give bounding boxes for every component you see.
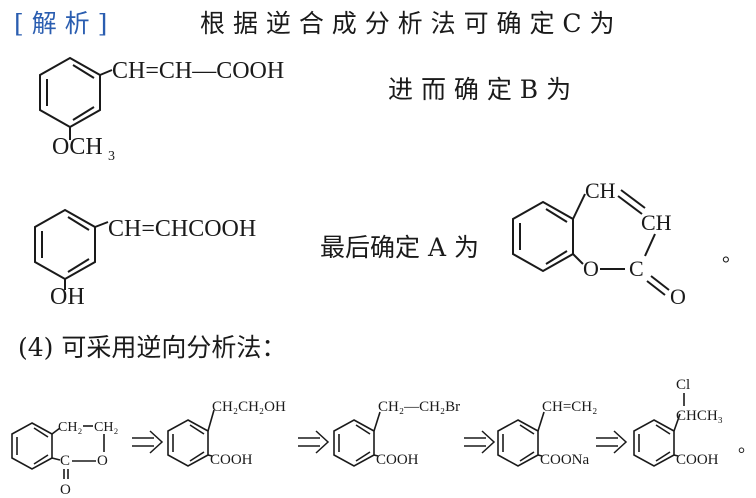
part4-heading: (4) 可采用逆向分析法： xyxy=(18,333,287,362)
structure-a-carbonyl-carbon: C xyxy=(629,256,644,281)
retro-arrow-3 xyxy=(464,430,496,454)
route-compound-2: CH₂CH₂OH COOH xyxy=(167,399,286,468)
route-3-bottom: COOH xyxy=(376,452,419,468)
structure-a-ch-top: CH xyxy=(585,178,616,203)
route-compound-1: CH₂ CH₂ C O O xyxy=(11,420,118,498)
route-5-top: CHCH₃ xyxy=(676,408,723,424)
then-determine-text: 进 而 确 定 B 为 xyxy=(388,75,572,104)
route-1-oxygen: O xyxy=(97,453,108,469)
route-2-bottom: COOH xyxy=(210,452,253,468)
route-4-bottom: COONa xyxy=(540,452,590,468)
retro-arrow-2 xyxy=(298,430,330,454)
structure-a: CH CH O C O xyxy=(512,178,686,309)
line3-period: 。 xyxy=(722,242,742,266)
route-period: 。 xyxy=(738,436,756,456)
route-1-ch2-right: CH₂ xyxy=(94,420,118,435)
retro-arrow-1 xyxy=(132,430,164,454)
route-5-chlorine: Cl xyxy=(676,377,690,393)
route-5-bottom: COOH xyxy=(676,452,719,468)
finally-determine-text: 最后确定 A 为 xyxy=(320,233,479,262)
benzene-ring-a xyxy=(512,200,574,273)
route-3-top: CH₂—CH₂Br xyxy=(378,399,460,415)
structure-c: CH=CH—COOH OCH 3 xyxy=(39,56,284,164)
benzene-ring-b xyxy=(34,208,96,281)
analysis-label: [ 解 析 ] xyxy=(14,9,108,38)
retro-arrow-4 xyxy=(596,430,628,454)
structure-a-ch-right: CH xyxy=(641,210,672,235)
retrosynthesis-route: CH₂ CH₂ C O O CH₂CH₂OH COOH CH₂ xyxy=(11,377,756,498)
route-1-carbon: C xyxy=(60,453,70,469)
route-compound-4: CH=CH₂ COONa xyxy=(497,399,597,468)
route-2-top: CH₂CH₂OH xyxy=(212,399,286,415)
route-compound-5: Cl CHCH₃ COOH xyxy=(633,377,723,468)
route-1-ch2-left: CH₂ xyxy=(58,420,82,435)
benzene-ring-c xyxy=(39,56,101,129)
structure-c-subscript: 3 xyxy=(108,149,115,164)
structure-c-substituent: OCH xyxy=(52,134,103,160)
structure-a-ring-oxygen: O xyxy=(583,256,599,281)
structure-c-chain: CH=CH—COOH xyxy=(112,58,284,84)
route-4-top: CH=CH₂ xyxy=(542,399,597,415)
route-1-carbonyl-oxygen: O xyxy=(60,482,71,498)
analysis-intro-text: 根 据 逆 合 成 分 析 法 可 确 定 C 为 xyxy=(200,9,615,38)
structure-a-carbonyl-oxygen: O xyxy=(670,284,686,309)
route-compound-3: CH₂—CH₂Br COOH xyxy=(333,399,460,468)
structure-b-substituent: OH xyxy=(50,284,85,310)
structure-b-chain: CH=CHCOOH xyxy=(108,216,256,242)
structure-b: CH=CHCOOH OH xyxy=(34,208,256,310)
